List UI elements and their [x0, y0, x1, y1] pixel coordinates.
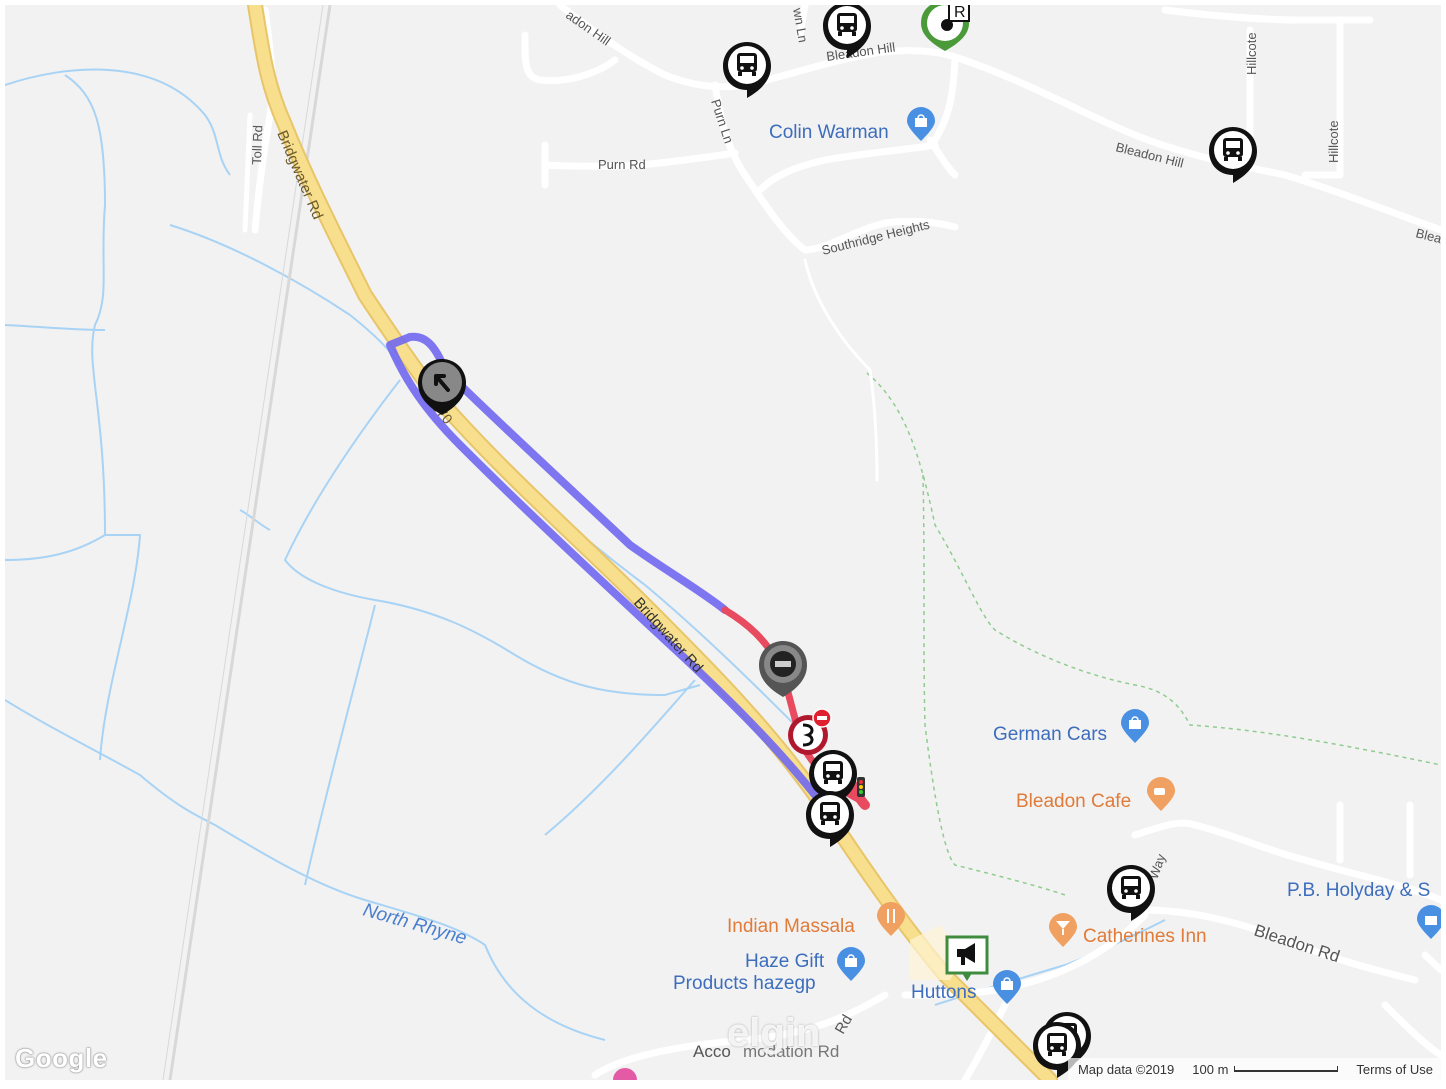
poi-german-cars: German Cars: [993, 724, 1107, 745]
poi-catherines-inn: Catherines Inn: [1083, 926, 1207, 947]
road-label-accom-rd: Acco: [693, 1042, 731, 1061]
fuel-icon[interactable]: R: [921, 5, 970, 51]
road-label-bleadon-hill-partial: adon Hill: [563, 7, 613, 48]
map-data-attribution: Map data ©2019: [1077, 1061, 1175, 1077]
terms-of-use-link[interactable]: Terms of Use: [1356, 1061, 1433, 1077]
shopping-bag-icon[interactable]: [1121, 709, 1149, 743]
footpath: [866, 372, 1441, 896]
road-label-purn-rd: Purn Rd: [598, 157, 646, 172]
bus-stop-icon[interactable]: [1209, 127, 1257, 183]
water-label-north-rhyne: North Rhyne: [361, 900, 469, 950]
svg-text:R: R: [954, 5, 966, 21]
poi-huttons: Huttons: [911, 982, 976, 1003]
road-label-bridgwater-rd-2: Bridgwater Rd: [630, 594, 706, 676]
poi-indian-massala: Indian Massala: [727, 916, 855, 937]
road-label-down-ln: wn Ln: [790, 6, 811, 44]
traffic-light-icon: [857, 777, 865, 797]
road-label-purn-ln: Purn Ln: [708, 97, 736, 145]
bar-icon[interactable]: [1049, 913, 1077, 947]
no-entry-icon[interactable]: [759, 641, 807, 697]
road-labels: Bridgwater Rd Bridgwater Rd A370 Toll Rd…: [249, 6, 1441, 1061]
scale-label: 100 m: [1192, 1061, 1229, 1077]
elgin-watermark: elgin: [727, 1011, 821, 1055]
poi-haze-gift-2: Products hazegp: [673, 973, 816, 994]
poi-colin-warman: Colin Warman: [769, 122, 889, 143]
road-label-hillcote-1: Hillcote: [1244, 32, 1259, 75]
turn-arrow-icon[interactable]: [418, 359, 466, 415]
map-footer: Map data ©2019 100 m Terms of Use: [1067, 1058, 1441, 1080]
cafe-icon[interactable]: [1147, 777, 1175, 811]
road-label-accom-rd-2: modation Rd: [743, 1042, 839, 1061]
map-svg: Bridgwater Rd Bridgwater Rd A370 Toll Rd…: [5, 5, 1441, 1080]
shopping-bag-icon[interactable]: [1417, 905, 1441, 939]
poi-bleadon-cafe: Bleadon Cafe: [1016, 791, 1131, 812]
shopping-bag-icon[interactable]: [907, 107, 935, 141]
road-label-hillcote-2: Hillcote: [1326, 120, 1341, 163]
poi-pink-marker[interactable]: [613, 1068, 637, 1080]
poi-haze-gift-1: Haze Gift: [745, 951, 825, 972]
shopping-bag-icon[interactable]: [993, 970, 1021, 1004]
road-label-toll-rd: Toll Rd: [249, 125, 265, 165]
google-logo: Google: [15, 1043, 108, 1073]
poi-labels: Colin Warman German Cars Bleadon Cafe In…: [673, 122, 1430, 1003]
megaphone-icon[interactable]: [945, 935, 989, 981]
restaurant-icon[interactable]: [877, 902, 905, 936]
road-label-bleadon-partial: Blea: [1414, 225, 1441, 246]
shopping-bag-icon[interactable]: [837, 947, 865, 981]
map-canvas[interactable]: Bridgwater Rd Bridgwater Rd A370 Toll Rd…: [5, 5, 1441, 1080]
poi-pb-holyday: P.B. Holyday & S: [1287, 880, 1430, 901]
scale-indicator[interactable]: 100 m: [1192, 1061, 1339, 1077]
road-label-bleadon-rd: Bleadon Rd: [1252, 921, 1342, 967]
scale-bar: [1234, 1066, 1339, 1072]
road-closure-icon[interactable]: [788, 708, 832, 755]
